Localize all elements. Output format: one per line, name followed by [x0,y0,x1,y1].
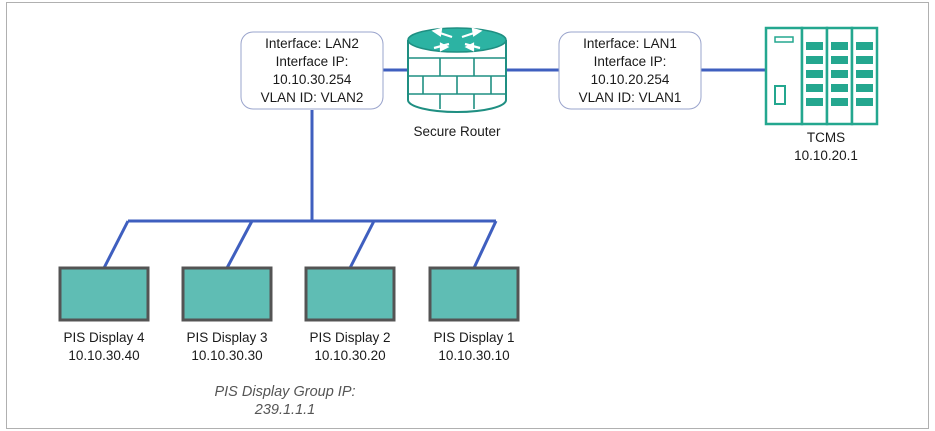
link-display-4 [102,220,130,269]
display-name: PIS Display 3 [186,330,267,345]
link-display-2 [348,220,376,269]
lan1-interface-ip: 10.10.20.254 [591,72,670,87]
display-name: PIS Display 1 [433,330,514,345]
tcms-name: TCMS [807,130,845,145]
display-name: PIS Display 2 [309,330,390,345]
link-display-3 [225,220,254,269]
tcms-ip: 10.10.20.1 [794,148,858,163]
lan2-interface-ip-label: Interface IP: [276,54,349,69]
lan2-interface-name: Interface: LAN2 [265,36,359,51]
monitor-icon [304,266,396,322]
group-ip-label: PIS Display Group IP: [214,384,355,400]
network-links [102,68,766,269]
display-ip: 10.10.30.40 [68,348,139,363]
group-ip-value: 239.1.1.1 [254,402,315,418]
monitor-icon [58,266,150,322]
display-ip: 10.10.30.20 [314,348,385,363]
monitor-icon [181,266,273,322]
pis-display-2: PIS Display 2 10.10.30.20 [304,266,396,363]
pis-display-4: PIS Display 4 10.10.30.40 [58,266,150,363]
lan2-interface-box: Interface: LAN2 Interface IP: 10.10.30.2… [240,31,384,110]
display-ip: 10.10.30.30 [191,348,262,363]
router-icon [407,27,507,113]
lan1-interface-ip-label: Interface IP: [594,54,667,69]
router-label: Secure Router [413,124,501,139]
lan1-vlan-id: VLAN ID: VLAN1 [579,90,682,105]
lan1-interface-box: Interface: LAN1 Interface IP: 10.10.20.2… [558,31,702,110]
link-display-1 [472,220,498,269]
lan1-interface-name: Interface: LAN1 [583,36,677,51]
lan2-vlan-id: VLAN ID: VLAN2 [261,90,364,105]
monitor-icon [428,266,520,322]
diagram-frame [6,2,929,429]
pis-display-1: PIS Display 1 10.10.30.10 [428,266,520,363]
display-name: PIS Display 4 [63,330,145,345]
plc-rack-icon [764,26,879,126]
lan2-interface-ip: 10.10.30.254 [273,72,352,87]
pis-display-3: PIS Display 3 10.10.30.30 [181,266,273,363]
display-ip: 10.10.30.10 [438,348,509,363]
